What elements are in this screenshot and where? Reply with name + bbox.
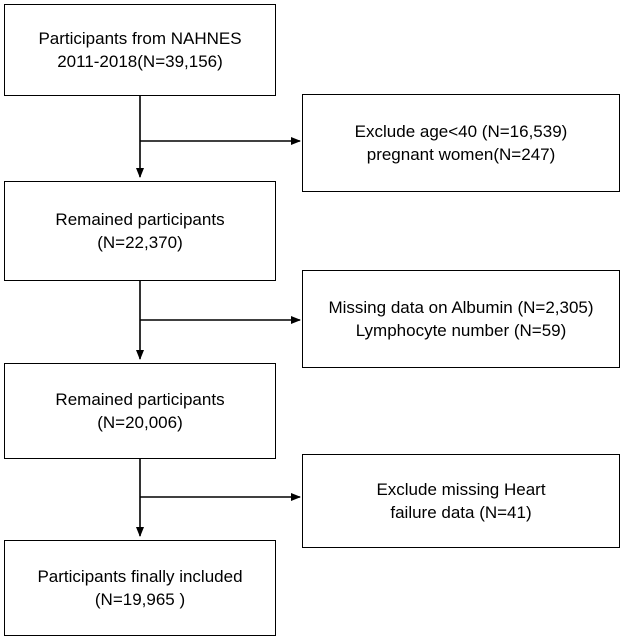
step-box-remained-1: Remained participants (N=22,370) [4,181,276,281]
step-box-remained-1-line2: (N=22,370) [97,233,183,252]
step-box-remained-2-line1: Remained participants [55,390,225,409]
exclusion-box-heart-failure: Exclude missing Heart failure data (N=41… [302,454,620,548]
step-box-remained-2-line2: (N=20,006) [97,413,183,432]
step-box-initial: Participants from NAHNES 2011-2018(N=39,… [4,4,276,96]
step-box-final-line2: (N=19,965 ) [94,590,186,609]
exclusion-box-missing-albumin-line1: Missing data on Albumin (N=2,305) [328,298,594,317]
step-box-remained-2: Remained participants (N=20,006) [4,363,276,459]
exclusion-box-missing-albumin-line2: Lymphocyte number (N=59) [355,321,567,340]
exclusion-box-missing-albumin: Missing data on Albumin (N=2,305) Lympho… [302,270,620,368]
exclusion-box-age-pregnancy-line1: Exclude age<40 (N=16,539) [354,122,568,141]
exclusion-box-heart-failure-line2: failure data (N=41) [390,503,532,522]
exclusion-box-age-pregnancy-line2: pregnant women(N=247) [366,145,556,164]
step-box-initial-line2: 2011-2018(N=39,156) [57,52,223,71]
exclusion-box-heart-failure-line1: Exclude missing Heart [376,480,546,499]
step-box-remained-1-line1: Remained participants [55,210,225,229]
exclusion-box-age-pregnancy: Exclude age<40 (N=16,539) pregnant women… [302,94,620,192]
step-box-initial-line1: Participants from NAHNES [38,29,242,48]
step-box-final: Participants finally included (N=19,965 … [4,540,276,636]
step-box-final-line1: Participants finally included [37,567,243,586]
